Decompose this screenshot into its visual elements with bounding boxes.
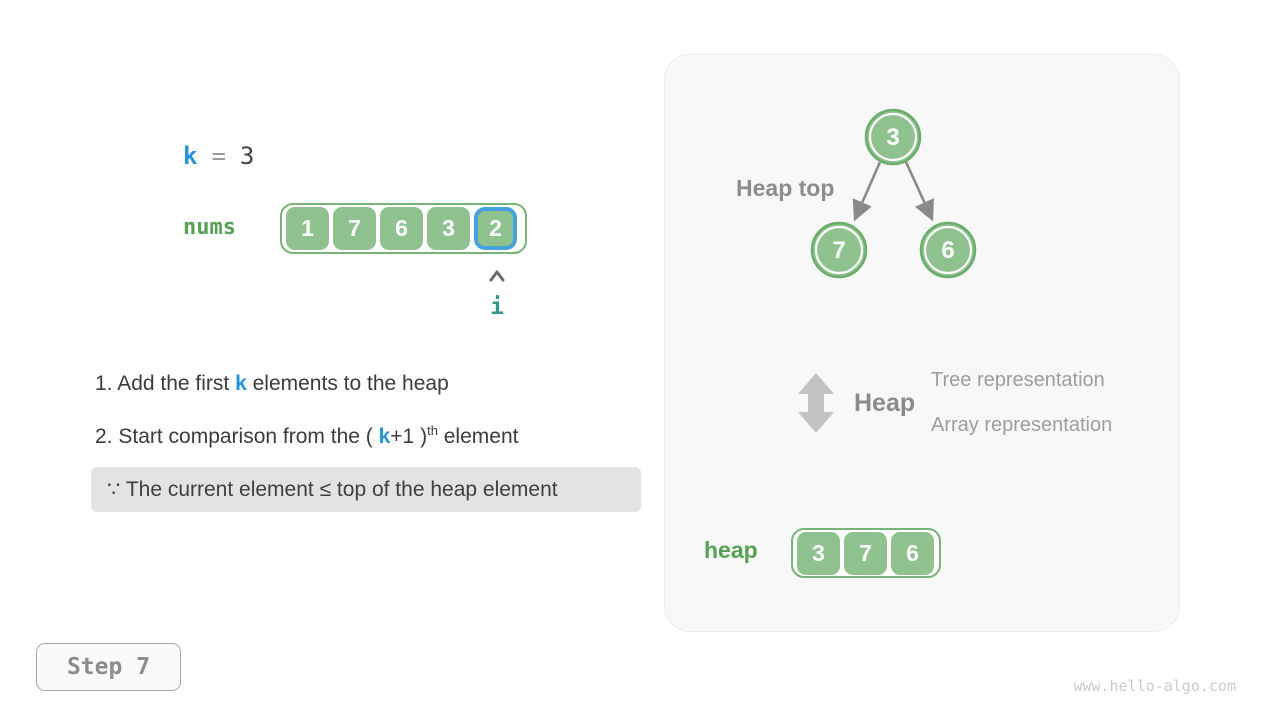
heap-visualization-panel: 3 7 6 Heap top Heap Tree representation … [664, 54, 1180, 632]
heap-top-label: Heap top [736, 175, 835, 201]
k-variable-line: k = 3 [183, 141, 254, 171]
equals-sign: = [211, 142, 226, 170]
k-variable-value: 3 [239, 142, 255, 170]
heap-array-cell: 3 [797, 531, 840, 575]
site-watermark: www.hello-algo.com [1073, 677, 1236, 695]
array-representation-label: Array representation [931, 414, 1113, 436]
instruction-2-text: +1 ) [390, 425, 428, 448]
instruction-2-text: element [437, 425, 519, 448]
nums-array-cell-highlighted: 2 [474, 207, 517, 250]
tree-node-right-value: 6 [941, 237, 954, 264]
heap-array-cell: 6 [891, 531, 934, 575]
heap-array: 3 7 6 [791, 528, 941, 578]
instruction-1-text: elements to the heap [246, 372, 449, 395]
k-variable-name: k [183, 142, 198, 170]
pointer-caret-icon [489, 270, 505, 282]
tree-node-root-value: 3 [886, 124, 899, 151]
step-counter-badge: Step 7 [36, 643, 181, 691]
nums-array-cell: 7 [333, 207, 376, 250]
tree-representation-label: Tree representation [931, 369, 1105, 391]
heap-legend-title: Heap [854, 389, 916, 417]
heap-tree-diagram: 3 7 6 [798, 108, 977, 433]
tree-edge-left [852, 161, 882, 222]
instruction-item-2: 2. Start comparison from the ( k+1 )th e… [95, 423, 519, 449]
tree-node-left-value: 7 [832, 237, 845, 264]
instruction-item-1: 1. Add the first k elements to the heap [95, 372, 449, 396]
heap-array-label: heap [704, 537, 758, 563]
index-pointer-label: i [490, 294, 504, 320]
instruction-2-ordinal-suffix: th [427, 423, 438, 438]
instruction-2-text: 2. Start comparison from the ( [95, 425, 379, 448]
instruction-1-k: k [235, 372, 247, 395]
tree-node-left: 7 [810, 221, 868, 279]
nums-array-cell: 3 [427, 207, 470, 250]
nums-array-label: nums [183, 215, 236, 240]
updown-arrow-icon [798, 373, 834, 433]
heap-array-cell: 7 [844, 531, 887, 575]
nums-array: 1 7 6 3 2 [280, 203, 527, 254]
instruction-1-text: 1. Add the first [95, 372, 236, 395]
tree-edge-right [904, 161, 934, 222]
tree-node-right: 6 [919, 221, 977, 279]
condition-note: ∵ The current element ≤ top of the heap … [91, 467, 641, 512]
nums-array-cell: 6 [380, 207, 423, 250]
nums-array-cell: 1 [286, 207, 329, 250]
instruction-2-k: k [378, 425, 391, 448]
tree-node-root: 3 [864, 108, 922, 166]
